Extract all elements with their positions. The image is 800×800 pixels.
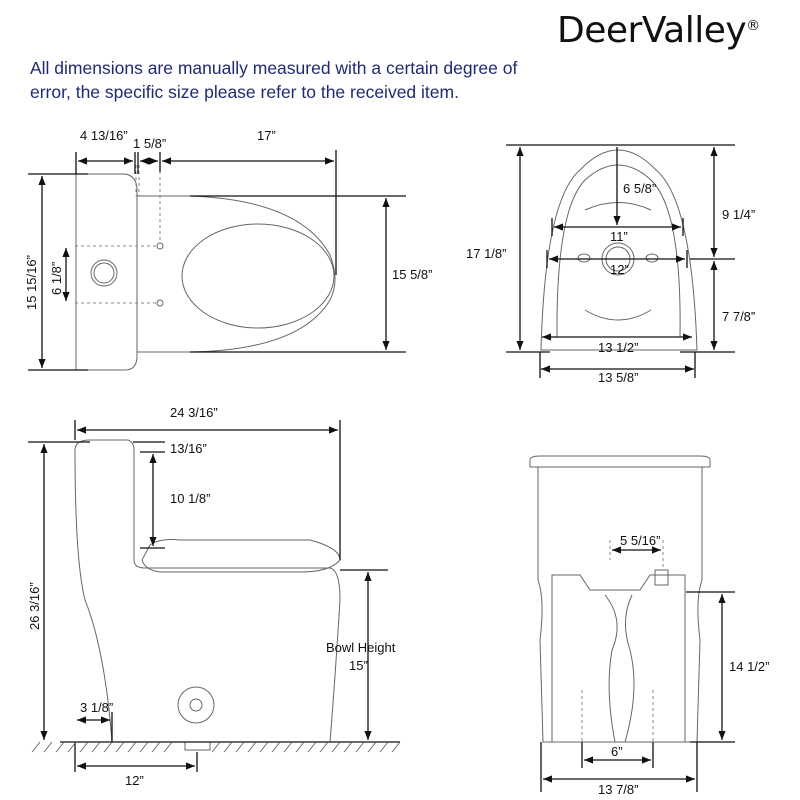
dim-bowl-height: 15” <box>349 658 368 673</box>
brand-logo: DeerValley® <box>557 10 760 51</box>
dim-base-inner: 13 1/2” <box>598 340 638 355</box>
dim-inner-width: 11” <box>610 229 628 244</box>
dim-rear-height: 14 1/2” <box>729 659 769 674</box>
dim-wall-gap: 3 1/8” <box>80 700 113 715</box>
dim-tank-depth: 4 13/16” <box>80 128 128 143</box>
dim-upper: 9 1/4” <box>722 207 755 222</box>
dim-base-outer: 13 5/8” <box>598 370 638 385</box>
registered-mark: ® <box>746 18 760 34</box>
dim-rough-in: 12” <box>125 773 144 788</box>
dim-total-length: 24 3/16” <box>170 405 218 420</box>
brand-name: DeerValley <box>557 10 747 51</box>
dim-base-width: 13 7/8” <box>598 782 638 797</box>
dim-bolt-spacing: 6 1/8” <box>49 262 64 295</box>
dim-total-depth: 17 1/8” <box>466 246 506 261</box>
dim-button-offset: 13/16” <box>170 441 207 456</box>
dim-outlet-width: 12” <box>610 262 629 277</box>
dim-trap: 5 5/16” <box>620 533 660 548</box>
dim-gap: 1 5/8” <box>133 136 166 151</box>
dim-foot-inner: 6” <box>611 744 623 759</box>
front-view: 17 1/8” 6 5/8” 9 1/4” 7 7/8” 11” 12” 13 … <box>466 144 755 385</box>
measurement-notice: All dimensions are manually measured wit… <box>30 58 518 102</box>
dim-lower: 7 7/8” <box>722 309 755 324</box>
rear-view: 5 5/16” 14 1/2” 6” 13 7/8” <box>529 455 769 797</box>
dim-total-height: 26 3/16” <box>27 582 42 630</box>
dim-tank-height: 10 1/8” <box>170 491 210 506</box>
bowl-height-label: Bowl Height <box>326 640 396 655</box>
side-view: 24 3/16” 13/16” 10 1/8” 26 3/16” Bowl He… <box>27 405 401 788</box>
dim-bowl-width: 15 5/8” <box>392 267 432 282</box>
dim-inner-depth: 6 5/8” <box>623 181 656 196</box>
top-view: 4 13/16” 1 5/8” 17” 15 15/16” 6 1/8” 15 … <box>24 128 432 371</box>
dim-bowl-length: 17” <box>257 128 276 143</box>
dim-tank-width: 15 15/16” <box>24 255 39 310</box>
